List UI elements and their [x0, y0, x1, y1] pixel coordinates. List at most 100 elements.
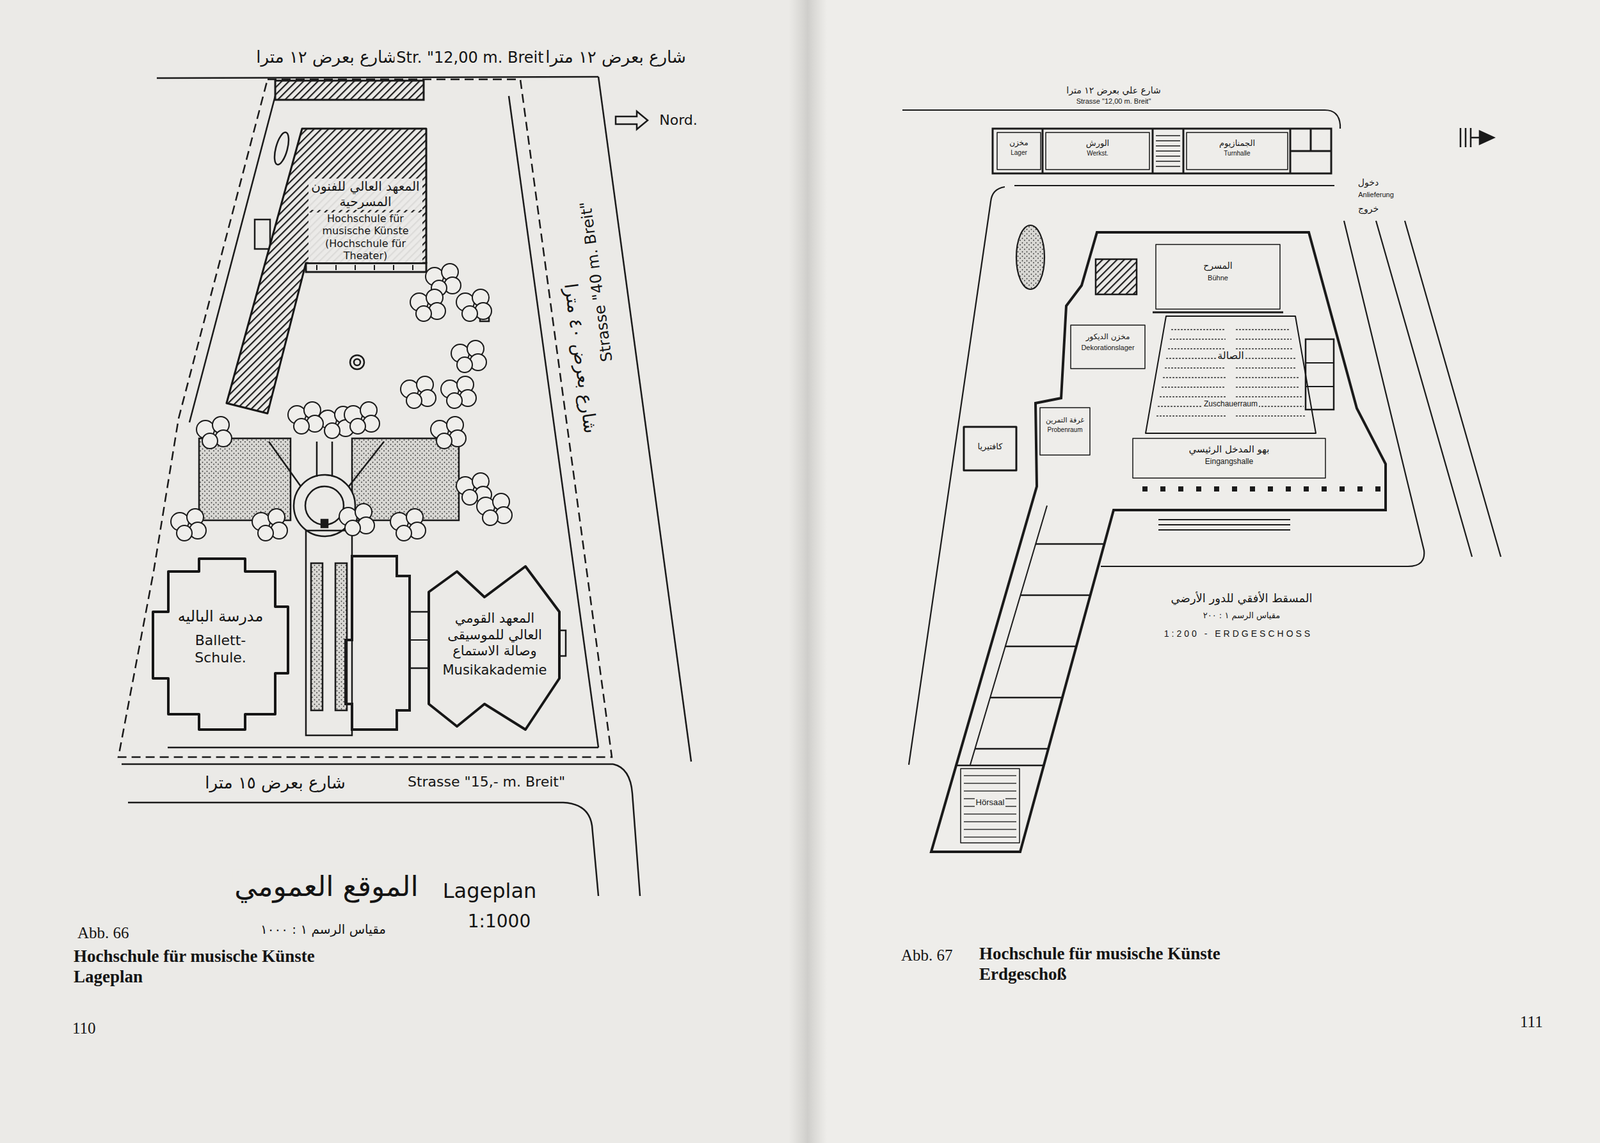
text-block: مخزن الديكورDekorationslager: [1072, 332, 1144, 352]
colonnade: [1178, 486, 1184, 492]
theater-annex: [316, 264, 413, 271]
street-label: Str. "12,00 m. Breit": [394, 48, 553, 68]
right-streets: [1100, 220, 1424, 567]
node-outline: [226, 128, 427, 414]
colonnade: [1339, 486, 1345, 492]
colonnade: [1142, 486, 1381, 492]
node-outline: [1145, 316, 1316, 434]
node-text: Ballett- Schule.: [173, 632, 268, 667]
scale-note: مقياس الرسم ١ : ٢٠٠: [1201, 610, 1282, 621]
plan-title: Lageplan: [440, 878, 539, 904]
trees: [252, 508, 288, 541]
north-arrow: [615, 111, 648, 130]
colonnade: [1357, 486, 1363, 492]
page-number: 111: [1518, 1012, 1545, 1032]
trees: [288, 401, 324, 434]
node-heading: الجمنازيوم: [1217, 138, 1257, 149]
text-block: الصالة Zuschauerraum: [1171, 349, 1291, 409]
node-text: Bühne: [1206, 273, 1230, 283]
north-arrow: [615, 111, 648, 130]
access-label: Anlieferung: [1356, 190, 1396, 200]
access-label: دخول: [1356, 177, 1381, 189]
node-text: Turnhalle: [1222, 149, 1252, 158]
node-heading: مخزن الديكور: [1084, 332, 1132, 342]
cafeteria-building: كافتيريا: [963, 426, 1017, 472]
gardens: [199, 355, 459, 736]
page-ground: [807, 0, 1600, 1143]
node-heading: الصالة: [1216, 349, 1246, 363]
main-building: [1156, 329, 1305, 416]
text-block: المعهد العالي للفنون المسرحيةHochschule …: [308, 178, 423, 263]
colonnade: [1321, 486, 1327, 492]
trees: [400, 376, 436, 409]
main-building: [1152, 311, 1284, 314]
site-streets: [118, 79, 612, 758]
node-outline: [226, 128, 427, 414]
text-block: كافتيريا: [965, 441, 1015, 452]
node-text: Hochschule für musische Künste (Hochschu…: [308, 212, 423, 263]
main-building: [931, 232, 1386, 852]
street-label: Strasse "12,00 m. Breit": [1074, 97, 1154, 106]
right-streets: [1376, 220, 1472, 557]
node-heading: المعهد العالي للفنون المسرحية: [308, 178, 423, 210]
node-text: Musikakademie: [441, 662, 549, 680]
trees: [410, 289, 446, 322]
node-text: Zuschauerraum: [1202, 399, 1259, 409]
node-text: Werkst.: [1085, 149, 1110, 158]
text-block: غرفة التمرينProbenraum: [1041, 416, 1089, 435]
text-block: Hörsaal: [962, 797, 1018, 808]
music-academy: المعهد القومي العالي للموسيقى وصالة الاس…: [425, 563, 561, 731]
text-block: المعهد القومي العالي للموسيقى وصالة الاس…: [437, 610, 553, 679]
north-symbol: [1479, 131, 1494, 144]
room: غرفة التمرينProbenraum: [1039, 407, 1091, 456]
lecture-hall: Hörsaal: [960, 768, 1021, 844]
trees: [344, 401, 380, 434]
scale-note: 1:1000: [465, 910, 534, 933]
plan-title: 1:200 - ERDGESCHOSS: [1162, 628, 1315, 640]
colonnade: [1160, 486, 1166, 492]
node-heading: كافتيريا: [976, 441, 1005, 452]
ballet-school: مدرسة الباليهBallett- Schule.: [152, 558, 288, 730]
site-streets: [156, 76, 599, 79]
node-outline: [1132, 438, 1326, 479]
site-streets: [254, 219, 271, 249]
stage-room: المسرحBühne: [1155, 243, 1281, 310]
node-heading: المسرح: [1201, 260, 1234, 272]
right-streets: [902, 110, 1501, 765]
text-block: الجمنازيومTurnhalle: [1188, 138, 1286, 158]
trees: [390, 508, 426, 541]
main-building: [1095, 259, 1137, 295]
main-building: [957, 544, 1104, 766]
music-wing: [409, 639, 429, 641]
site-streets: [118, 76, 692, 896]
site-streets: [272, 131, 292, 167]
node-heading: مخزن: [1008, 138, 1030, 148]
main-building: [963, 775, 1017, 838]
room: الورشWerkst.: [1045, 131, 1151, 171]
workshop-wing: [1042, 128, 1332, 174]
trees: [456, 289, 492, 322]
workshop-wing: [992, 128, 1332, 174]
right-streets: [1404, 220, 1501, 557]
node-outline: [428, 566, 560, 730]
figure-caption: Hochschule für musische Künste Lageplan: [71, 945, 338, 988]
node-outline: [1045, 132, 1150, 170]
gardens: [268, 441, 384, 487]
node-heading: المعهد القومي العالي للموسيقى وصالة الاس…: [437, 610, 553, 660]
colonnade: [1214, 486, 1220, 492]
gardens: [199, 438, 291, 521]
node-heading: غرفة التمرين: [1044, 416, 1086, 425]
workshop-wing: [992, 128, 1332, 174]
north-symbol: [1460, 128, 1481, 148]
colonnade: [1303, 486, 1309, 492]
trees: [451, 340, 487, 373]
theater-annex: [305, 263, 427, 272]
figure-number: Abb. 66: [75, 923, 132, 943]
music-wing: [345, 556, 410, 730]
node-outline: [1145, 316, 1316, 434]
entrance-hall: بهو المدخل الرئيسيEingangshalle: [1132, 437, 1327, 479]
node-heading: Hörsaal: [974, 797, 1007, 808]
text-block: الورشWerkst.: [1047, 138, 1148, 158]
node-outline: [152, 558, 288, 730]
colonnade: [1196, 486, 1202, 492]
